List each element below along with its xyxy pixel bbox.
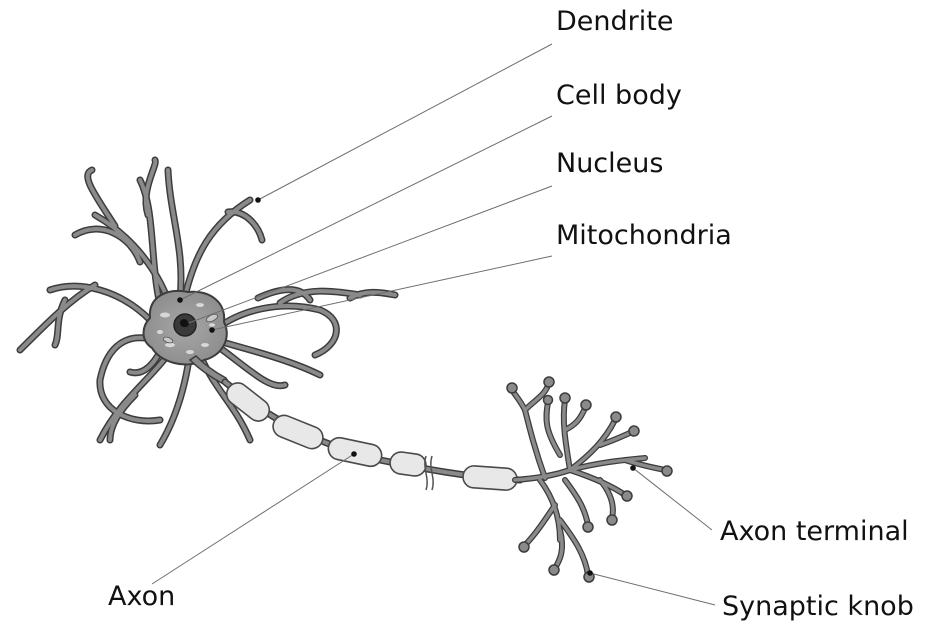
synaptic-knob (544, 377, 554, 387)
synaptic-knob (507, 383, 517, 393)
label-dendrite: Dendrite (556, 8, 673, 35)
dot-synaptic-knob (587, 570, 593, 576)
leader-synaptic-knob (590, 573, 715, 605)
dot-cell-body (177, 297, 183, 303)
synaptic-knob (583, 522, 593, 532)
synaptic-knob (519, 542, 529, 552)
label-synaptic-knob: Synaptic knob (722, 593, 914, 620)
synaptic-knob (544, 396, 553, 405)
leader-axon-terminal (633, 468, 712, 530)
leader-dendrite (258, 44, 552, 200)
label-mitochondria: Mitochondria (556, 222, 732, 249)
synaptic-knob (607, 515, 617, 525)
dot-dendrite (255, 197, 261, 203)
dot-axon (351, 451, 357, 457)
dot-mitochondria (209, 327, 215, 333)
synaptic-knob (662, 466, 672, 476)
cell-body (144, 291, 227, 364)
synaptic-knob (549, 565, 559, 575)
leader-axon (152, 454, 354, 584)
dot-nucleus (183, 321, 189, 327)
label-cell-body: Cell body (556, 82, 682, 109)
synaptic-knob (629, 426, 639, 436)
label-axon-terminal: Axon terminal (720, 518, 909, 545)
synaptic-knob (581, 400, 591, 410)
label-axon: Axon (108, 583, 175, 610)
myelin-segment (389, 451, 428, 478)
synaptic-knob (560, 393, 570, 403)
myelin-segment (462, 465, 517, 491)
synaptic-knob (611, 412, 621, 422)
axon-terminals (512, 385, 665, 575)
dot-axon-terminal (630, 465, 636, 471)
synaptic-knob (622, 491, 632, 501)
label-nucleus: Nucleus (556, 150, 663, 177)
myelin-segment (222, 379, 273, 426)
myelin-segment (270, 412, 326, 452)
leader-lines (152, 44, 715, 605)
myelin-sheath (222, 379, 517, 491)
